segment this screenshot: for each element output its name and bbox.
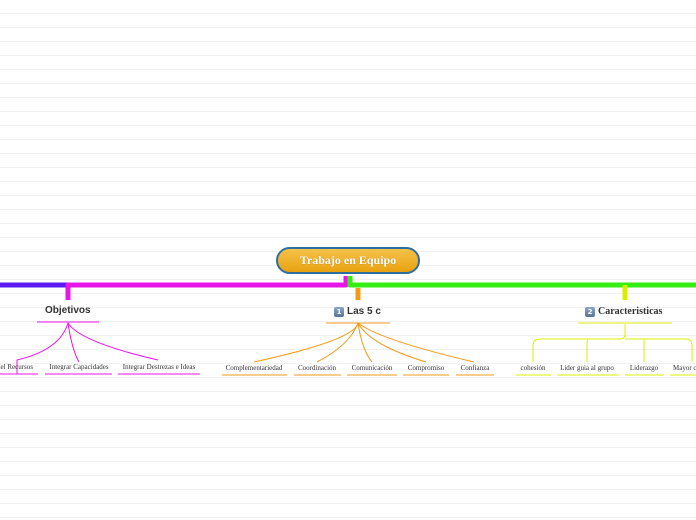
leaf-objetivos-3[interactable]: Integrar Destrezas e Ideas (122, 363, 196, 371)
root-label: Trabajo en Equipo (299, 253, 397, 267)
leaf-caracteristicas-1[interactable]: cohesión (520, 364, 546, 372)
leaf-las5c-3[interactable]: Comunicación (351, 364, 393, 372)
branch-las5c-label: Las 5 c (347, 306, 381, 317)
branch-objetivos[interactable]: Objetivos (45, 305, 91, 316)
leaf-las5c-2[interactable]: Coordinación (297, 364, 337, 372)
leaf-las5c-5[interactable]: Confianza (460, 364, 490, 372)
leaf-caracteristicas-4[interactable]: Mayor c (673, 364, 696, 372)
las5c-curves (222, 322, 494, 376)
connector-objetivos (65, 276, 349, 300)
number-1-icon: 1 (334, 306, 344, 317)
branch-objetivos-label: Objetivos (45, 305, 91, 316)
leaf-las5c-1[interactable]: Complementariedad (225, 364, 283, 372)
number-2-icon: 2 (585, 306, 595, 317)
leaf-objetivos-2[interactable]: Integrar Capacidades (49, 363, 109, 371)
leaf-objetivos-1[interactable]: del Recursos (0, 363, 33, 371)
branch-caracteristicas-label: Caracteristicas (598, 306, 663, 317)
branch-las5c[interactable]: 1 Las 5 c (334, 306, 381, 317)
leaf-las5c-4[interactable]: Compromiso (407, 364, 445, 372)
root-node[interactable]: Trabajo en Equipo (276, 247, 420, 274)
leaf-caracteristicas-3[interactable]: Liderazgo (629, 364, 659, 372)
leaf-caracteristicas-2[interactable]: Lider guia al grupo (560, 364, 614, 372)
objetivos-curves (0, 322, 200, 375)
connector-right-main (347, 276, 696, 288)
branch-caracteristicas[interactable]: 2 Caracteristicas (585, 306, 662, 317)
caracteristicas-curves (516, 324, 696, 376)
